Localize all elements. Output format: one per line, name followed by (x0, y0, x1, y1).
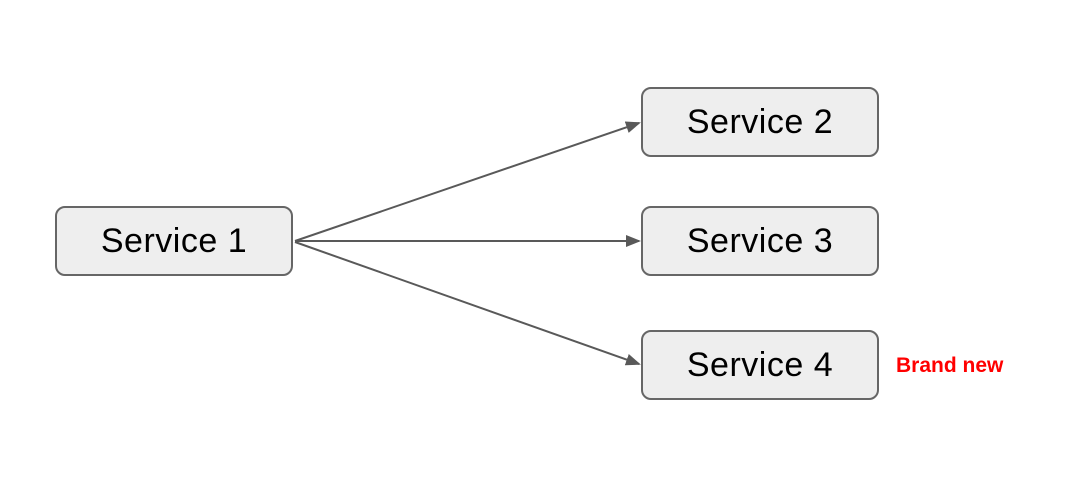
node-service-2-label: Service 2 (686, 102, 834, 141)
node-service-4[interactable]: Service 4 (641, 330, 879, 400)
node-service-2[interactable]: Service 2 (641, 87, 879, 157)
annotation-brand-new: Brand new (896, 354, 1004, 377)
arrow-service1-to-service2 (294, 121, 641, 242)
node-service-3[interactable]: Service 3 (641, 206, 879, 276)
arrow-service1-to-service4 (294, 241, 641, 366)
node-service-1-label: Service 1 (100, 221, 248, 260)
node-service-1[interactable]: Service 1 (55, 206, 293, 276)
node-service-3-label: Service 3 (686, 221, 834, 260)
node-service-4-label: Service 4 (686, 345, 834, 384)
